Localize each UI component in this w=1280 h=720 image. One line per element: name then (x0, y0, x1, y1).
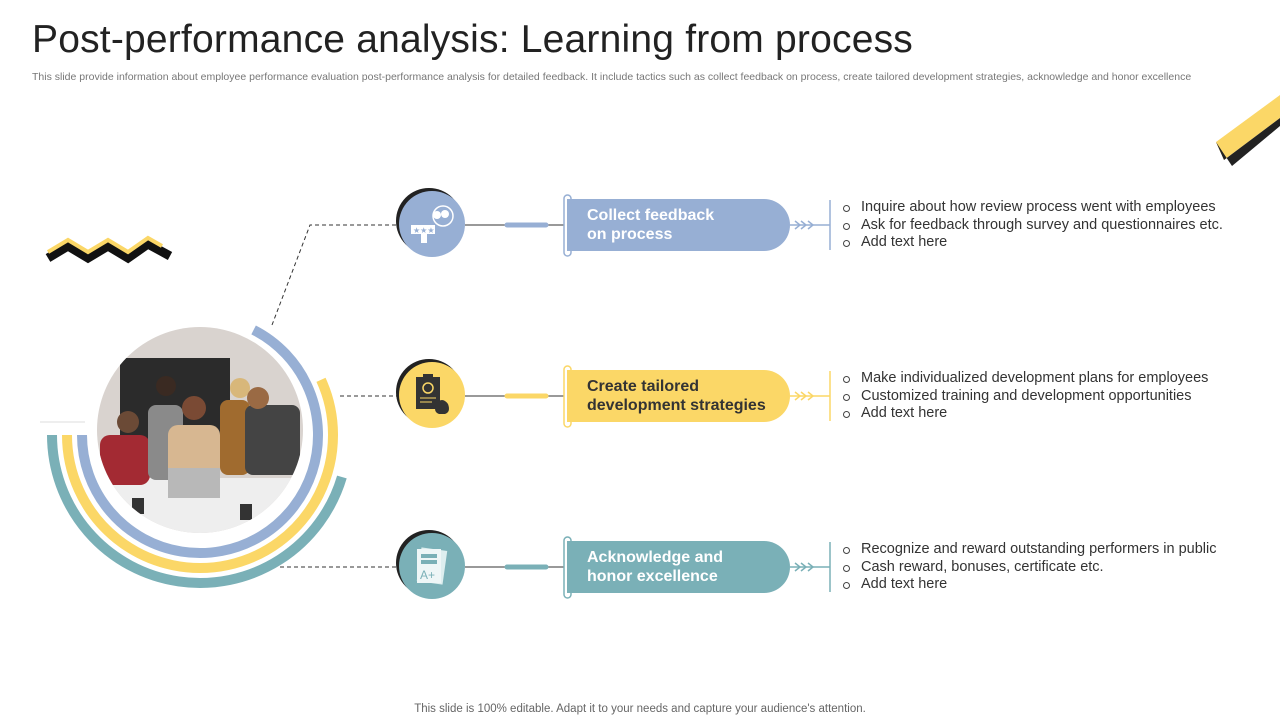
top-right-stripe-decoration (1216, 95, 1280, 166)
list-item: Cash reward, bonuses, certificate etc. (842, 559, 1216, 577)
progress-arcs (47, 325, 347, 588)
page-title: Post-performance analysis: Learning from… (32, 18, 913, 61)
svg-text:A+: A+ (420, 568, 435, 582)
certificate-grade-icon: A+ (399, 533, 465, 599)
footer-note: This slide is 100% editable. Adapt it to… (414, 703, 866, 715)
step-tailored-strategies: Create tailored development strategies (567, 370, 790, 422)
bullet-list-feedback: Inquire about how review process went wi… (842, 199, 1223, 252)
step-collect-feedback: Collect feedback on process (567, 199, 790, 251)
yellow-arc (62, 377, 338, 574)
zigzag-decoration (45, 235, 173, 264)
list-item: Ask for feedback through survey and ques… (842, 217, 1223, 235)
svg-text:★★★: ★★★ (413, 226, 435, 235)
teal-arc (47, 434, 347, 588)
team-photo (97, 327, 303, 533)
page-subtitle: This slide provide information about emp… (32, 71, 1192, 83)
feedback-rating-icon: ★★★ (399, 191, 465, 257)
bullet-list-excellence: Recognize and reward outstanding perform… (842, 541, 1216, 594)
list-item: Recognize and reward outstanding perform… (842, 541, 1216, 559)
list-item: Customized training and development oppo… (842, 388, 1208, 406)
list-item: Inquire about how review process went wi… (842, 199, 1223, 217)
list-item: Make individualized development plans fo… (842, 370, 1208, 388)
list-item: Add text here (842, 234, 1223, 252)
clipboard-money-icon (399, 362, 465, 428)
bullet-list-strategies: Make individualized development plans fo… (842, 370, 1208, 423)
list-item: Add text here (842, 405, 1208, 423)
step-acknowledge-excellence: Acknowledge and honor excellence (567, 541, 790, 593)
connector-bars (504, 222, 549, 570)
arrow-chevrons (790, 200, 831, 592)
list-item: Add text here (842, 576, 1216, 594)
blue-arc (77, 325, 323, 559)
